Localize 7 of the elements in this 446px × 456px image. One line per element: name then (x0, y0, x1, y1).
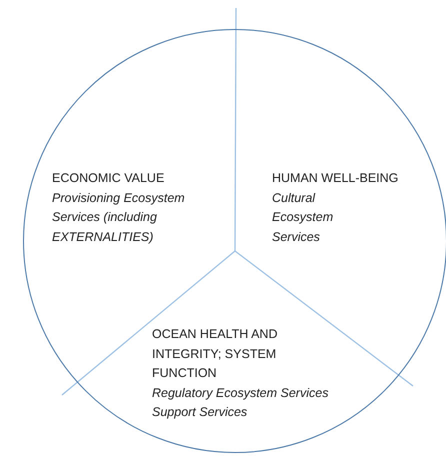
sector-description: Regulatory Ecosystem Services Support Services (152, 384, 330, 421)
sector-heading: ECONOMIC VALUE (52, 170, 166, 187)
sector-heading: OCEAN HEALTH AND INTEGRITY; SYSTEM FUNCTION (152, 326, 278, 382)
sector-heading: HUMAN WELL-BEING (272, 170, 400, 187)
circle-outline (23, 29, 446, 453)
sector-description: Provisioning Ecosystem Services (including EXTERNALITIES) (52, 190, 186, 246)
sector-description: Cultural Ecosystem Services (272, 190, 334, 246)
